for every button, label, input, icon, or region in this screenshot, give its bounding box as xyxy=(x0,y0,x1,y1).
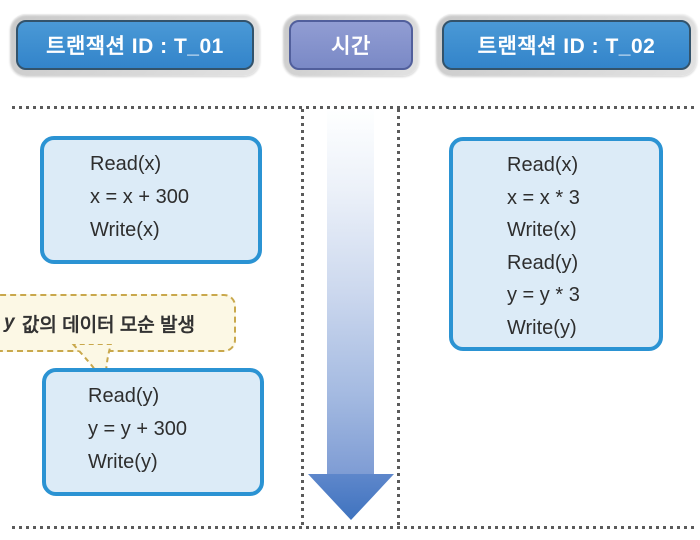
data-inconsistency-callout: y 값의 데이터 모순 발생 xyxy=(0,294,236,352)
timeline-right-dotted-line xyxy=(397,109,400,527)
code-line: Read(y) xyxy=(507,251,579,274)
transaction2-header: 트랜잭션 ID : T_02 xyxy=(436,14,697,76)
transaction2-block1-lines: Read(x) x = x * 3 Write(x) Read(y) y = y * 3… xyxy=(453,141,659,344)
transaction1-header: 트랜잭션 ID : T_01 xyxy=(10,14,260,76)
code-line: y = y * 3 xyxy=(507,284,580,306)
time-arrow-head-icon xyxy=(308,474,394,520)
code-line: Read(x) xyxy=(90,153,162,175)
callout-variable: y xyxy=(4,312,15,333)
transaction2-header-label: 트랜잭션 ID : T_02 xyxy=(442,20,691,70)
code-line: Read(y) xyxy=(88,385,160,407)
transaction2-block1: Read(x) x = x * 3 Write(x) Read(y) y = y * 3… xyxy=(449,137,663,351)
time-header: 시간 xyxy=(283,14,419,76)
code-line: Read(x) xyxy=(507,154,579,176)
code-line: Write(x) xyxy=(90,219,160,241)
timeline-left-dotted-line xyxy=(301,109,304,527)
bottom-dotted-line xyxy=(12,526,698,529)
code-line: x = x + 300 xyxy=(90,186,189,208)
top-dotted-line xyxy=(12,106,698,109)
code-line: Write(y) xyxy=(507,316,577,339)
code-line: Write(y) xyxy=(88,451,158,473)
time-arrow-shaft xyxy=(327,109,374,475)
transaction1-header-label: 트랜잭션 ID : T_01 xyxy=(16,20,254,70)
code-line: y = y + 300 xyxy=(88,418,187,440)
callout-text: 값의 데이터 모순 발생 xyxy=(16,314,196,336)
code-line: Write(x) xyxy=(507,219,577,241)
code-line: x = x * 3 xyxy=(507,186,580,209)
time-header-label: 시간 xyxy=(289,20,413,70)
